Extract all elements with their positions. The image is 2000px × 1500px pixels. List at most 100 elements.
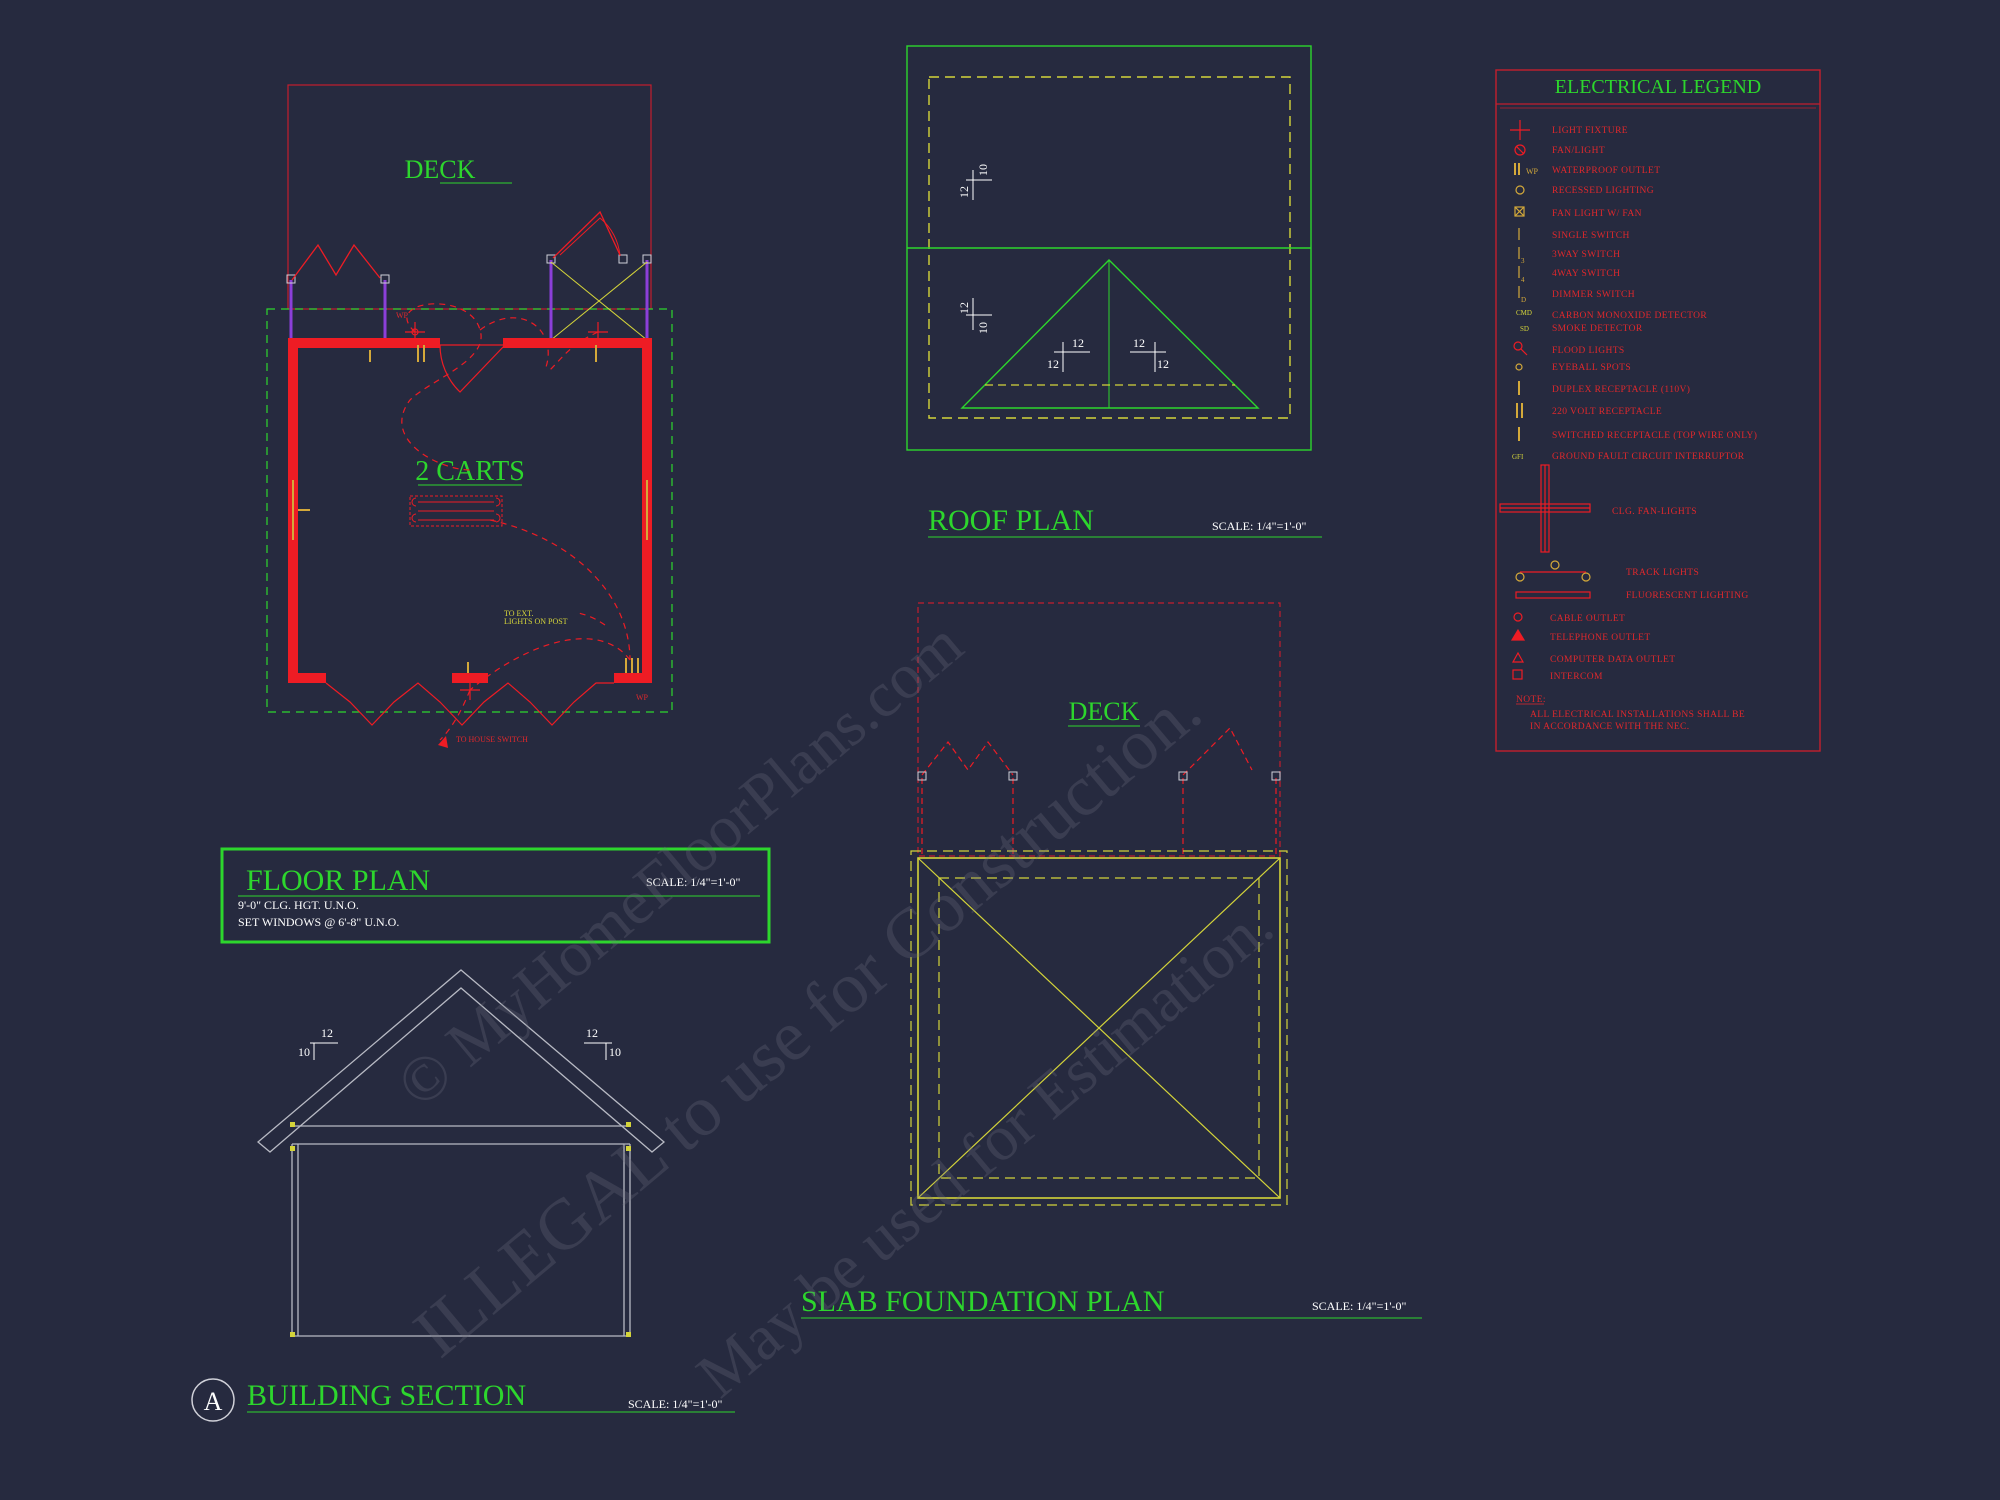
eyeball-spot-icon	[1515, 363, 1523, 371]
legend-label: CLG. FAN-LIGHTS	[1612, 507, 1697, 517]
legend-tag: GFI	[1512, 453, 1524, 461]
legend-title: ELECTRICAL LEGEND	[1555, 76, 1761, 98]
deck-opening-x	[550, 261, 648, 341]
deck-rail-left	[291, 243, 381, 281]
slab-deck-rails	[921, 726, 1277, 856]
slab-plan-title: SLAB FOUNDATION PLAN	[801, 1285, 1164, 1318]
wp-tag-top: WP	[396, 311, 409, 320]
legend-label: RECESSED LIGHTING	[1552, 186, 1654, 196]
legend-tag: SD	[1520, 325, 1529, 333]
section-walls	[291, 1144, 631, 1337]
slab-plan-scale: SCALE: 1/4"=1'-0"	[1312, 1299, 1406, 1313]
light-fixture-icon	[1510, 120, 1530, 140]
legend-label: EYEBALL SPOTS	[1552, 363, 1631, 373]
legend-label: INTERCOM	[1550, 672, 1603, 682]
legend-label: CARBON MONOXIDE DETECTOR	[1552, 311, 1707, 321]
floor-note-ceiling: 9'-0" CLG. HGT. U.N.O.	[238, 898, 359, 912]
legend-tag: 3	[1521, 257, 1525, 265]
legend-label: 3WAY SWITCH	[1552, 250, 1620, 260]
roof-pitch-label: 12	[1072, 336, 1084, 350]
recessed-light-icon	[1515, 185, 1525, 195]
roof-pitch-symbol	[1130, 342, 1166, 372]
house-switch-note: TO HOUSE SWITCH	[456, 735, 528, 744]
floor-plan: DECK	[220, 84, 771, 944]
roof-pitch-rise: 10	[976, 322, 990, 334]
roof-plan-title: ROOF PLAN	[928, 504, 1094, 537]
floor-slab-dashed-outline	[266, 308, 673, 713]
roof-pitch-symbol	[966, 170, 992, 200]
legend-label: LIGHT FIXTURE	[1552, 126, 1628, 136]
legend-note-heading: NOTE:	[1516, 695, 1546, 705]
section-pitch-run: 12	[321, 1026, 333, 1040]
window-marks	[292, 480, 648, 540]
roof-pitch-run: 12	[957, 302, 971, 314]
cable-outlet-icon	[1513, 612, 1523, 622]
data-outlet-icon	[1511, 651, 1525, 663]
watermark-line-1: © MyHomeFloorPlans.com	[383, 608, 975, 1121]
legend-box	[1495, 69, 1821, 752]
watermark-line-3: May be used for Estimation.	[683, 889, 1286, 1411]
slab-post-caps	[917, 771, 1281, 781]
roof-pitch-label: 12	[1157, 357, 1169, 371]
legend-label: CABLE OUTLET	[1550, 614, 1625, 624]
floor-plan-scale: SCALE: 1/4"=1'-0"	[646, 875, 740, 889]
legend-label: TELEPHONE OUTLET	[1550, 633, 1651, 643]
telephone-outlet-icon	[1510, 628, 1526, 641]
slab-deck-label: DECK	[1069, 697, 1140, 726]
legend-label: SINGLE SWITCH	[1552, 231, 1630, 241]
building-section-scale: SCALE: 1/4"=1'-0"	[628, 1397, 722, 1411]
track-light-icon	[1515, 560, 1591, 582]
roof-pitch-symbol	[1054, 342, 1090, 372]
roof-pitch-rise: 10	[976, 164, 990, 176]
legend-label: WATERPROOF OUTLET	[1552, 166, 1660, 176]
outlet-block	[452, 673, 488, 683]
entry-door-swing	[439, 344, 506, 393]
roof-pitch-label: 12	[1133, 336, 1145, 350]
slab-cross-lines	[917, 857, 1281, 1199]
ceiling-fan-icon	[1499, 464, 1591, 553]
roof-pitch-label: 12	[1047, 357, 1059, 371]
section-pitch-symbol	[584, 1042, 612, 1060]
legend-label: GROUND FAULT CIRCUIT INTERRUPTOR	[1552, 452, 1745, 462]
legend-label: FAN LIGHT W/ FAN	[1552, 209, 1642, 219]
outlet-icons	[369, 345, 639, 675]
legend-labels: LIGHT FIXTURE FAN/LIGHT WATERPROOF OUTLE…	[1550, 126, 1757, 682]
exhaust-fan-icon	[1514, 206, 1525, 217]
legend-tag: CMD	[1516, 309, 1532, 317]
building-section: 12 10 12 10 A BUILDING SECTION SCALE: 1/…	[191, 969, 735, 1422]
floor-plan-title-box	[220, 847, 771, 944]
floor-deck-outline	[287, 84, 652, 310]
legend-label: FLOOD LIGHTS	[1552, 346, 1625, 356]
legend-tag: 4	[1521, 276, 1525, 284]
fan-light-icon	[1514, 144, 1526, 156]
fluorescent-light-icon	[1515, 591, 1591, 599]
legend-label: FLUORESCENT LIGHTING	[1626, 591, 1749, 601]
legend-note-line-1: ALL ELECTRICAL INSTALLATIONS SHALL BE	[1530, 710, 1745, 720]
section-pitch-rise: 10	[609, 1045, 621, 1059]
slab-foundation-plan: DECK SLAB FOUNDATION PLAN SCALE: 1/4"=1'…	[801, 602, 1422, 1319]
folding-doors	[325, 682, 614, 726]
section-pitch-rise: 10	[298, 1045, 310, 1059]
wp-tag-bottom: WP	[636, 693, 649, 702]
legend-label: COMPUTER DATA OUTLET	[1550, 655, 1675, 665]
floor-note-windows: SET WINDOWS @ 6'-8" U.N.O.	[238, 915, 399, 929]
legend-label: 220 VOLT RECEPTACLE	[1552, 407, 1662, 417]
deck-rail-right	[552, 210, 621, 259]
floor-plan-title: FLOOR PLAN	[246, 864, 430, 897]
section-connectors	[290, 1122, 631, 1337]
legend-symbols	[1499, 120, 1591, 680]
ext-lights-note-2: LIGHTS ON POST	[504, 617, 568, 626]
220v-receptacle-icon	[1516, 403, 1523, 418]
post-caps	[286, 254, 652, 284]
section-pitch-run: 12	[586, 1026, 598, 1040]
section-pitch-symbol	[310, 1042, 338, 1060]
legend-tag: WP	[1526, 167, 1539, 176]
legend-label: DIMMER SWITCH	[1552, 290, 1635, 300]
roof-pitch-symbol	[966, 298, 992, 330]
intercom-icon	[1512, 669, 1523, 680]
section-marker-letter: A	[204, 1387, 223, 1416]
legend-label: 4WAY SWITCH	[1552, 269, 1620, 279]
legend-label: TRACK LIGHTS	[1626, 568, 1699, 578]
deck-posts	[289, 260, 649, 340]
